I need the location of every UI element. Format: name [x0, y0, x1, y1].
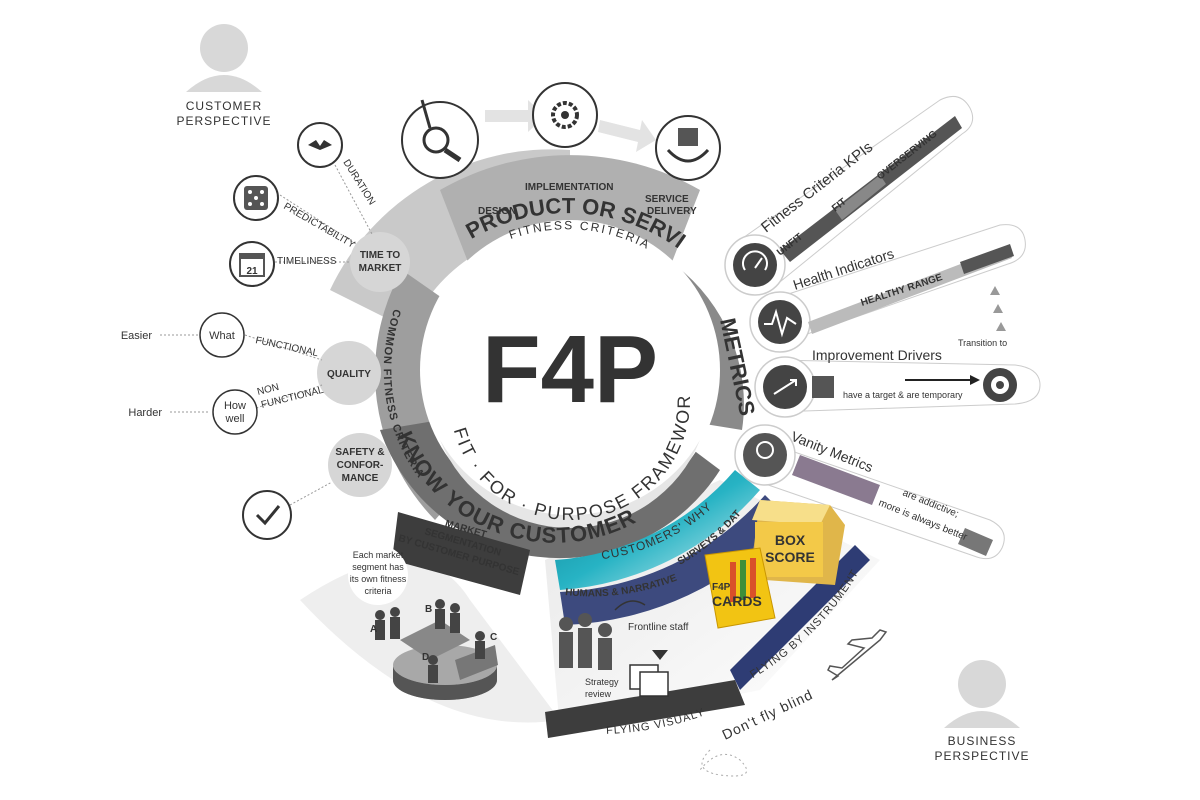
center-logo: F4P — [482, 316, 658, 423]
box-score-line1: BOX — [775, 532, 806, 548]
know-customers-segment — [380, 420, 720, 559]
predictability-label: PREDICTABILITY — [282, 201, 357, 251]
how-well-circle — [212, 389, 258, 435]
surveys-wedge — [560, 495, 790, 625]
time-to-market-line1: TIME TO — [360, 250, 401, 261]
fitness-kpis-gauge — [724, 95, 974, 296]
segment-note-1: Each market — [353, 550, 404, 560]
stage-implementation: IMPLEMENTATION — [525, 182, 614, 193]
transition-label: Transition to — [958, 338, 1007, 348]
quality-circle — [317, 341, 381, 405]
f4p-cards-line1: F4P — [712, 582, 731, 593]
improvement-note: have a target & are temporary — [843, 390, 963, 400]
people-group-icon — [375, 599, 485, 683]
time-to-market-line2: MARKET — [359, 263, 402, 274]
checkmark-icon — [242, 490, 292, 540]
segment-b: B — [425, 604, 432, 615]
segment-a: A — [370, 624, 377, 635]
stage-delivery: DELIVERY — [647, 206, 697, 217]
flight-path — [699, 749, 748, 777]
segment-note-bubble — [348, 545, 408, 605]
strategy-line1: Strategy — [585, 677, 619, 687]
strategy-line2: review — [585, 689, 612, 699]
visual-band — [545, 680, 745, 738]
business-perspective-line2: PERSPECTIVE — [934, 749, 1029, 763]
business-avatar-icon — [944, 660, 1020, 728]
stage-service: SERVICE — [645, 194, 689, 205]
business-perspective-line1: BUSINESS — [948, 734, 1017, 748]
non-label: NON — [256, 382, 280, 398]
how-label: How — [224, 400, 246, 412]
segment-c: C — [490, 632, 497, 643]
arrow-implementation-to-delivery — [598, 120, 656, 152]
quality-label: QUALITY — [327, 369, 371, 380]
calendar-day: 21 — [246, 266, 258, 277]
functional-label: FUNCTIONAL — [254, 335, 319, 359]
segment-note-2: segment has — [352, 562, 404, 572]
segmentation-band — [392, 512, 530, 595]
transition-arrows-icon — [990, 286, 1006, 331]
design-icon — [401, 99, 479, 179]
segment-d: D — [422, 652, 429, 663]
harder-label: Harder — [128, 407, 162, 419]
safety-circle — [328, 433, 392, 497]
box-score-line2: SCORE — [765, 549, 815, 565]
box-score-icon — [752, 500, 845, 585]
delivery-hands-icon — [655, 115, 721, 181]
safety-line1: SAFETY & — [335, 447, 384, 458]
what-circle — [199, 312, 245, 358]
f4p-cards-line2: CARDS — [712, 593, 762, 609]
segment-note-3: its own fitness — [350, 574, 407, 584]
documents-icon — [629, 650, 669, 697]
safety-line3: MANCE — [342, 473, 379, 484]
customers-why-wedge — [555, 470, 760, 590]
vanity-metrics-gauge — [734, 424, 1005, 560]
stage-design: DESIGN — [478, 206, 516, 217]
gear-icon — [532, 82, 598, 148]
center-shadow — [440, 440, 700, 529]
frontline-people-icon — [559, 613, 612, 670]
frontline-arrow — [614, 600, 646, 611]
segment-note-4: criteria — [364, 586, 391, 596]
frontline-label: Frontline staff — [628, 622, 689, 633]
easier-label: Easier — [121, 330, 153, 342]
airplane-icon — [827, 629, 888, 681]
center-circle — [420, 220, 720, 520]
dice-icon — [233, 175, 279, 221]
timeliness-label: TIMELINESS — [277, 256, 337, 267]
customer-avatar-icon — [186, 24, 262, 92]
customer-perspective-line2: PERSPECTIVE — [176, 114, 271, 128]
improvement-drivers-gauge — [754, 356, 1041, 418]
duration-label: DURATION — [340, 158, 377, 207]
well-label: well — [225, 413, 245, 425]
arrow-design-to-implementation — [485, 100, 545, 132]
improvement-drivers-label: Improvement Drivers — [812, 347, 942, 363]
criteria-connectors — [160, 164, 373, 506]
what-label: What — [209, 330, 235, 342]
time-to-market-circle — [350, 232, 410, 292]
safety-line2: CONFOR- — [337, 460, 384, 471]
f4p-cards-icon — [704, 547, 776, 629]
customer-perspective-line1: CUSTOMER — [186, 99, 262, 113]
calendar-icon — [229, 241, 275, 287]
health-indicators-gauge — [749, 224, 1026, 353]
duration-icon — [297, 122, 343, 168]
